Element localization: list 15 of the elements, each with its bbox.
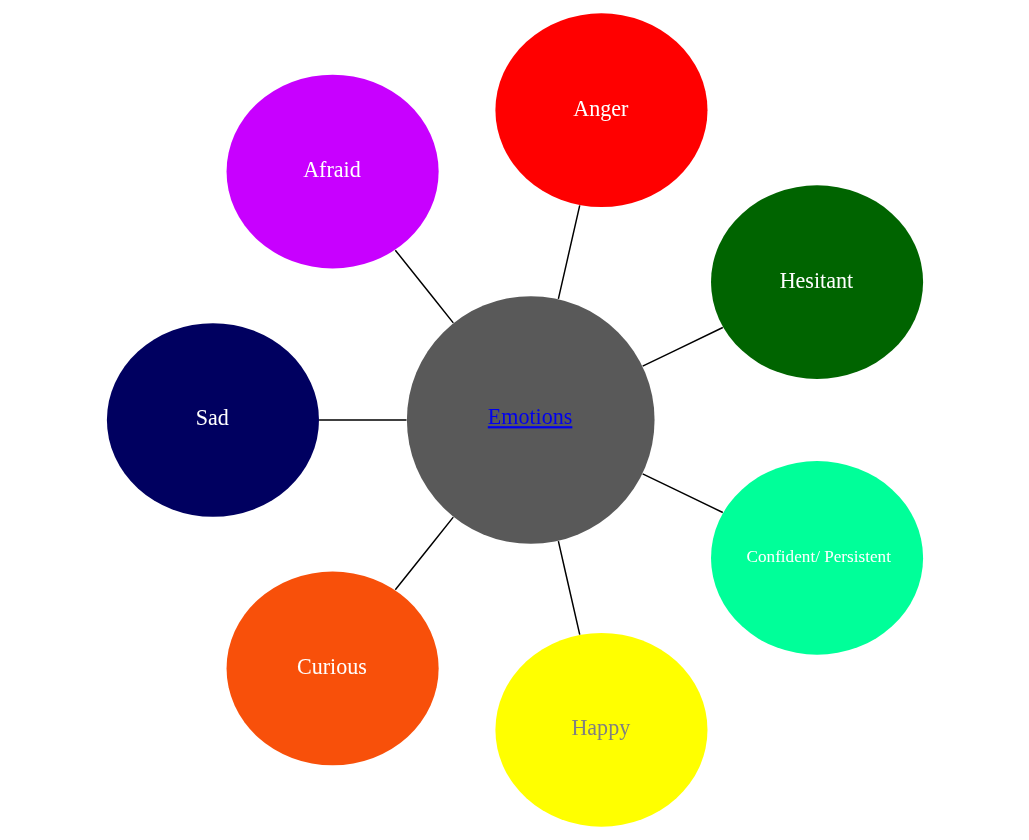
- connector: [317, 419, 407, 421]
- node-circle: Confident/ Persistent: [710, 461, 923, 655]
- node-circle: Anger: [494, 13, 707, 208]
- node-circle: Happy: [494, 632, 707, 827]
- node-circle: Sad: [106, 323, 319, 517]
- connector: [641, 326, 724, 367]
- node-circle: Curious: [226, 571, 439, 766]
- node-circle: Hesitant: [710, 185, 923, 379]
- node-circle: Afraid: [226, 74, 439, 269]
- connector: [557, 540, 580, 636]
- connector: [557, 204, 580, 300]
- connector: [394, 249, 454, 324]
- connector: [641, 473, 724, 514]
- node-circle: Emotions: [406, 296, 655, 544]
- connector: [394, 516, 454, 591]
